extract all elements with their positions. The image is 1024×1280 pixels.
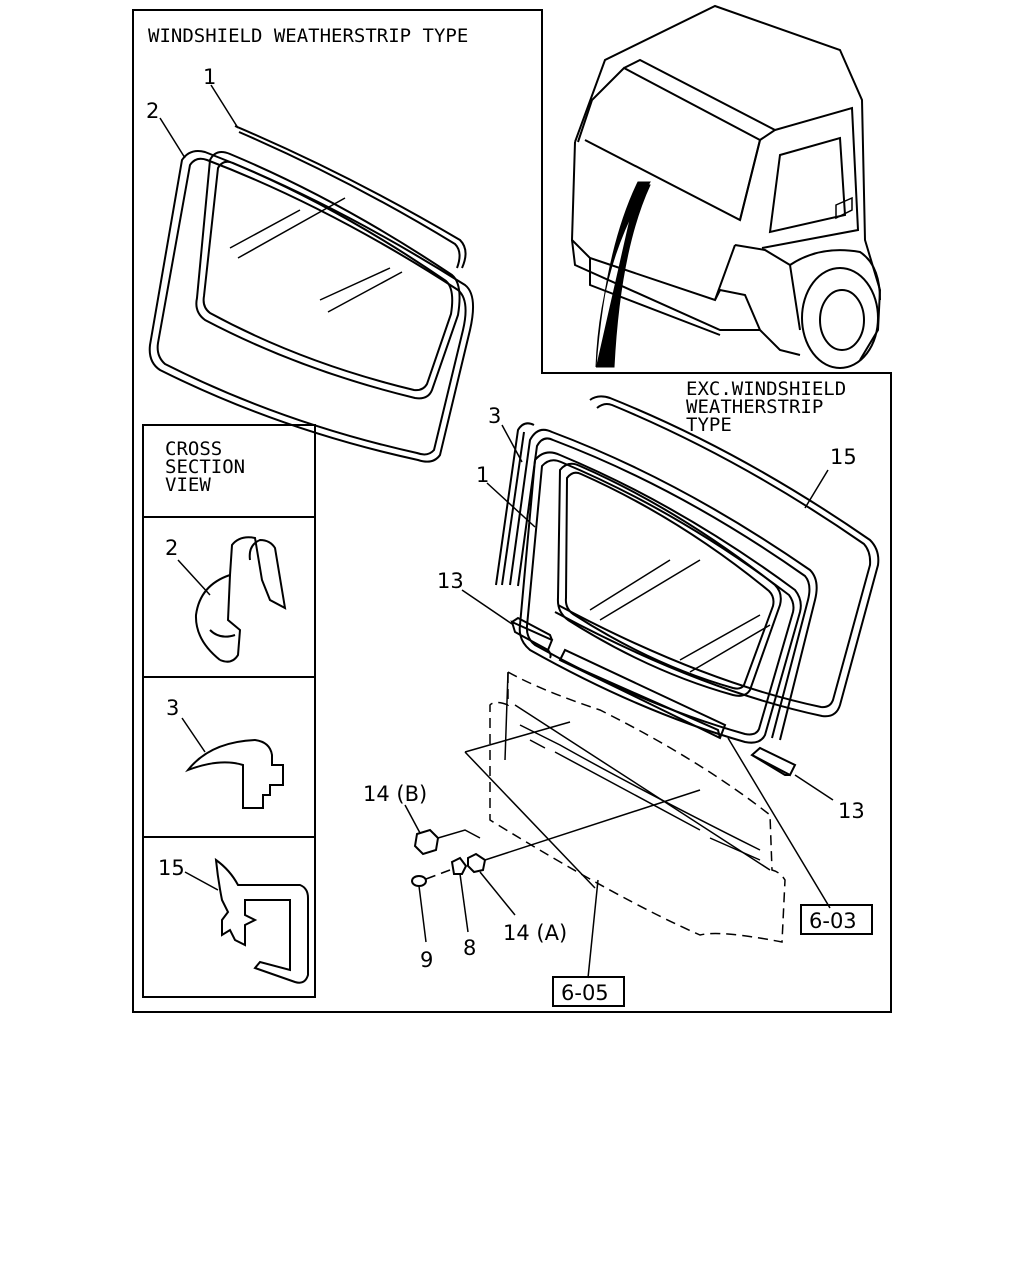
callout-15: 15 [830,445,857,469]
screw-9 [411,869,451,887]
leader-6-05 [587,879,599,979]
leader-9 [418,885,427,943]
leader-panel-2 [464,751,596,889]
cross-section-label-2: 2 [165,536,178,560]
cross-section-title-line3: VIEW [165,474,211,496]
callout-13-right: 13 [838,799,865,823]
callout-14a: 14 (A) [503,921,567,945]
callout-9: 9 [420,948,433,972]
cross-section-15-profile [184,857,309,984]
callout-3: 3 [488,404,501,428]
leader-15 [804,469,829,509]
cross-section-3-profile [181,717,284,809]
callout-2-top: 2 [146,99,159,123]
clip-14a [467,789,701,874]
exc-type-title-line3: TYPE [686,414,732,436]
ref-6-03: 6-03 [809,909,857,933]
leader-6-03 [727,737,831,909]
cross-section-title-line1: CROSS [165,438,222,460]
leader-8 [459,873,469,933]
diagram-frame [132,9,892,1013]
leader-1-lower [486,482,536,528]
callout-13-left: 13 [437,569,464,593]
callout-1-lower: 1 [476,463,489,487]
leader-14a [479,871,516,916]
leader-13-right [794,774,834,801]
callout-8: 8 [463,936,476,960]
cross-section-panel [142,424,316,998]
weatherstrip-15 [554,395,880,718]
ref-box-6-05 [552,976,625,1007]
clip-13-left [510,616,554,659]
exc-type-title-line1: EXC.WINDSHIELD [686,378,846,400]
callout-1-top: 1 [203,65,216,89]
windshield-glass-lower [495,422,818,744]
clip-14b [413,828,481,856]
cross-section-2-profile [177,536,287,663]
clip-8 [450,856,468,875]
cross-section-label-3: 3 [166,696,179,720]
clip-13-right [750,746,797,777]
leader-13-left [461,589,513,625]
windshield-weatherstrip-assembly [148,84,475,463]
cross-section-label-15: 15 [158,856,185,880]
cross-section-title-line2: SECTION [165,456,245,478]
seal-strip [558,648,727,740]
exc-type-title-line2: WEATHERSTRIP [686,396,823,418]
dash-panel [489,670,786,943]
windshield-weatherstrip-type-title: WINDSHIELD WEATHERSTRIP TYPE [148,25,468,47]
leader-panel-1 [464,721,571,753]
ref-box-6-03 [800,904,873,935]
callout-14b: 14 (B) [363,782,427,806]
ref-6-05: 6-05 [561,981,609,1005]
leader-3 [501,424,523,463]
leader-14b [404,804,421,834]
truck-cab-illustration [570,4,882,369]
